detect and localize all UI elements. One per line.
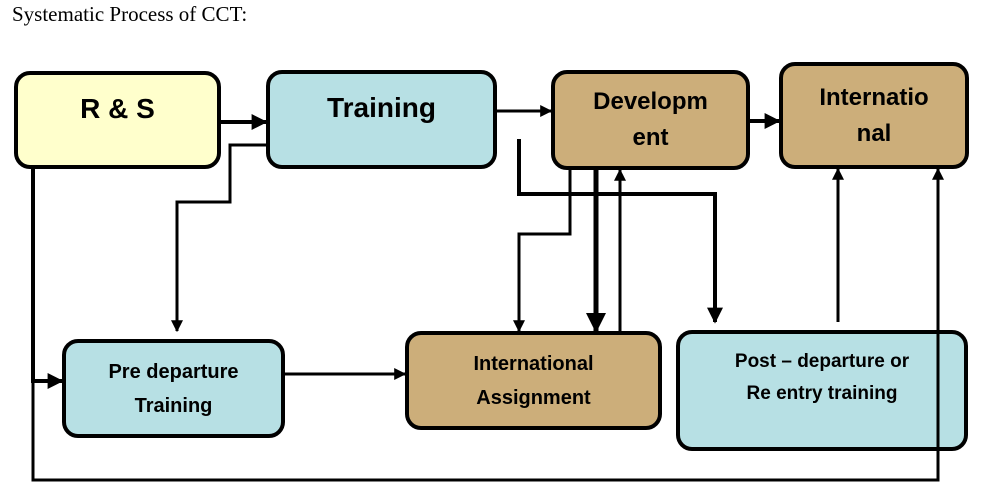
edge-training-pre-departure: [171, 143, 266, 333]
node-training-label: Training: [327, 92, 436, 123]
node-international-label: Internatio nal: [819, 84, 929, 147]
node-pre-departure: Pre departure Training: [62, 339, 285, 438]
node-international-assignment: International Assignment: [405, 331, 662, 430]
page-title: Systematic Process of CCT:: [12, 2, 248, 26]
node-post-departure-label: Post – departure or Re entry training: [734, 351, 910, 404]
node-post-departure: Post – departure or Re entry training: [676, 330, 968, 451]
edge-rs-pre-departure: [31, 169, 64, 389]
edge-development-assignment-left: [513, 170, 572, 333]
node-rs-label: R & S: [80, 93, 155, 124]
node-development-label: Developm ent: [593, 88, 708, 151]
node-international: Internatio nal: [779, 62, 969, 169]
node-international-assignment-label: International Assignment: [473, 352, 594, 409]
node-training: Training: [266, 70, 497, 169]
node-pre-departure-label: Pre departure Training: [108, 360, 239, 417]
node-rs: R & S: [14, 71, 221, 169]
node-development: Developm ent: [551, 70, 750, 170]
